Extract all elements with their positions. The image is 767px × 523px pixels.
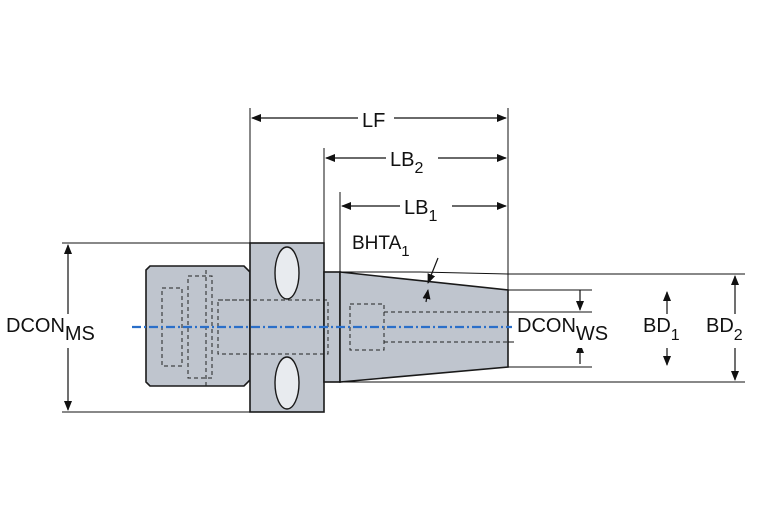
machine-side-shank bbox=[145, 265, 251, 387]
bd2-label: BD2 bbox=[706, 315, 743, 344]
lb1-label: LB1 bbox=[404, 197, 437, 225]
dcon-ws-label: DCONWS bbox=[517, 315, 608, 345]
lf-label: LF bbox=[362, 110, 385, 132]
bhta-label: BHTA1 bbox=[352, 233, 410, 260]
dimension-labels: LF LB2 LB1 BHTA1 DCONMS DCONWS BD1 BD2 bbox=[2, 106, 764, 348]
bd1-label: BD1 bbox=[643, 315, 680, 344]
tool-holder-body bbox=[145, 242, 509, 413]
extension-lines bbox=[62, 108, 745, 413]
lb2-label: LB2 bbox=[390, 149, 423, 177]
bhta-leader bbox=[427, 257, 439, 284]
flange-slot-bottom bbox=[274, 356, 300, 410]
bhta-leader-lower bbox=[422, 289, 431, 303]
flange-slot-top bbox=[274, 246, 300, 300]
dcon-ms-label: DCONMS bbox=[6, 315, 95, 345]
